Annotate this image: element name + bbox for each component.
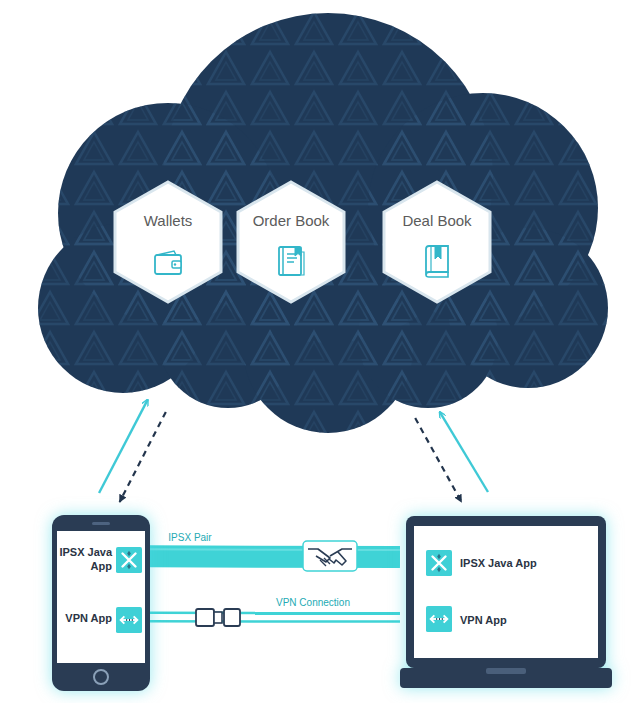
hexagon-box: Wallets xyxy=(115,182,221,302)
connector xyxy=(120,412,166,502)
app-icon xyxy=(116,547,142,577)
node-text: VPN App xyxy=(58,611,112,625)
node-text: Deal Book xyxy=(388,212,486,230)
node-text: Order Book xyxy=(242,212,340,230)
hexagon-shape xyxy=(384,182,490,302)
node-text: VPN App xyxy=(460,613,592,627)
connector xyxy=(440,412,488,492)
connector-label: VPN Connection xyxy=(273,597,353,609)
connector-label: IPSX Pair xyxy=(165,532,214,544)
connector xyxy=(150,549,400,557)
laptop-device: IPSX Java AppVPN App xyxy=(400,516,612,692)
phone-shape xyxy=(52,515,150,691)
vpn-app-icon xyxy=(426,606,452,632)
connector xyxy=(150,617,400,618)
app-icon xyxy=(152,248,184,284)
ipsx-app-icon xyxy=(116,547,142,573)
order-book-icon xyxy=(275,244,307,278)
node-text: IPSX Java App xyxy=(58,545,112,573)
node-text: Wallets xyxy=(119,212,217,230)
hexagon-box: Order Book xyxy=(238,182,344,302)
connector xyxy=(415,418,461,502)
ipsx-app-icon xyxy=(426,550,452,576)
hexagon-box: Deal Book xyxy=(384,182,490,302)
app-icon xyxy=(116,607,142,637)
plug-connector xyxy=(196,609,240,626)
phone-device: IPSX Java AppVPN App xyxy=(52,515,150,691)
wallet-icon xyxy=(152,248,184,280)
app-icon xyxy=(421,244,453,282)
app-icon xyxy=(426,550,452,580)
app-icon xyxy=(426,606,452,636)
hexagon-shape xyxy=(115,182,221,302)
laptop-shape xyxy=(400,516,612,692)
app-icon xyxy=(275,244,307,282)
connector xyxy=(99,400,148,493)
cloud-region: Wallets Order Book Deal Book xyxy=(28,8,612,448)
vpn-app-icon xyxy=(116,607,142,633)
node-text: IPSX Java App xyxy=(460,556,592,570)
hexagon-shape xyxy=(238,182,344,302)
deal-book-icon xyxy=(421,244,453,278)
handshake-icon xyxy=(303,541,357,571)
